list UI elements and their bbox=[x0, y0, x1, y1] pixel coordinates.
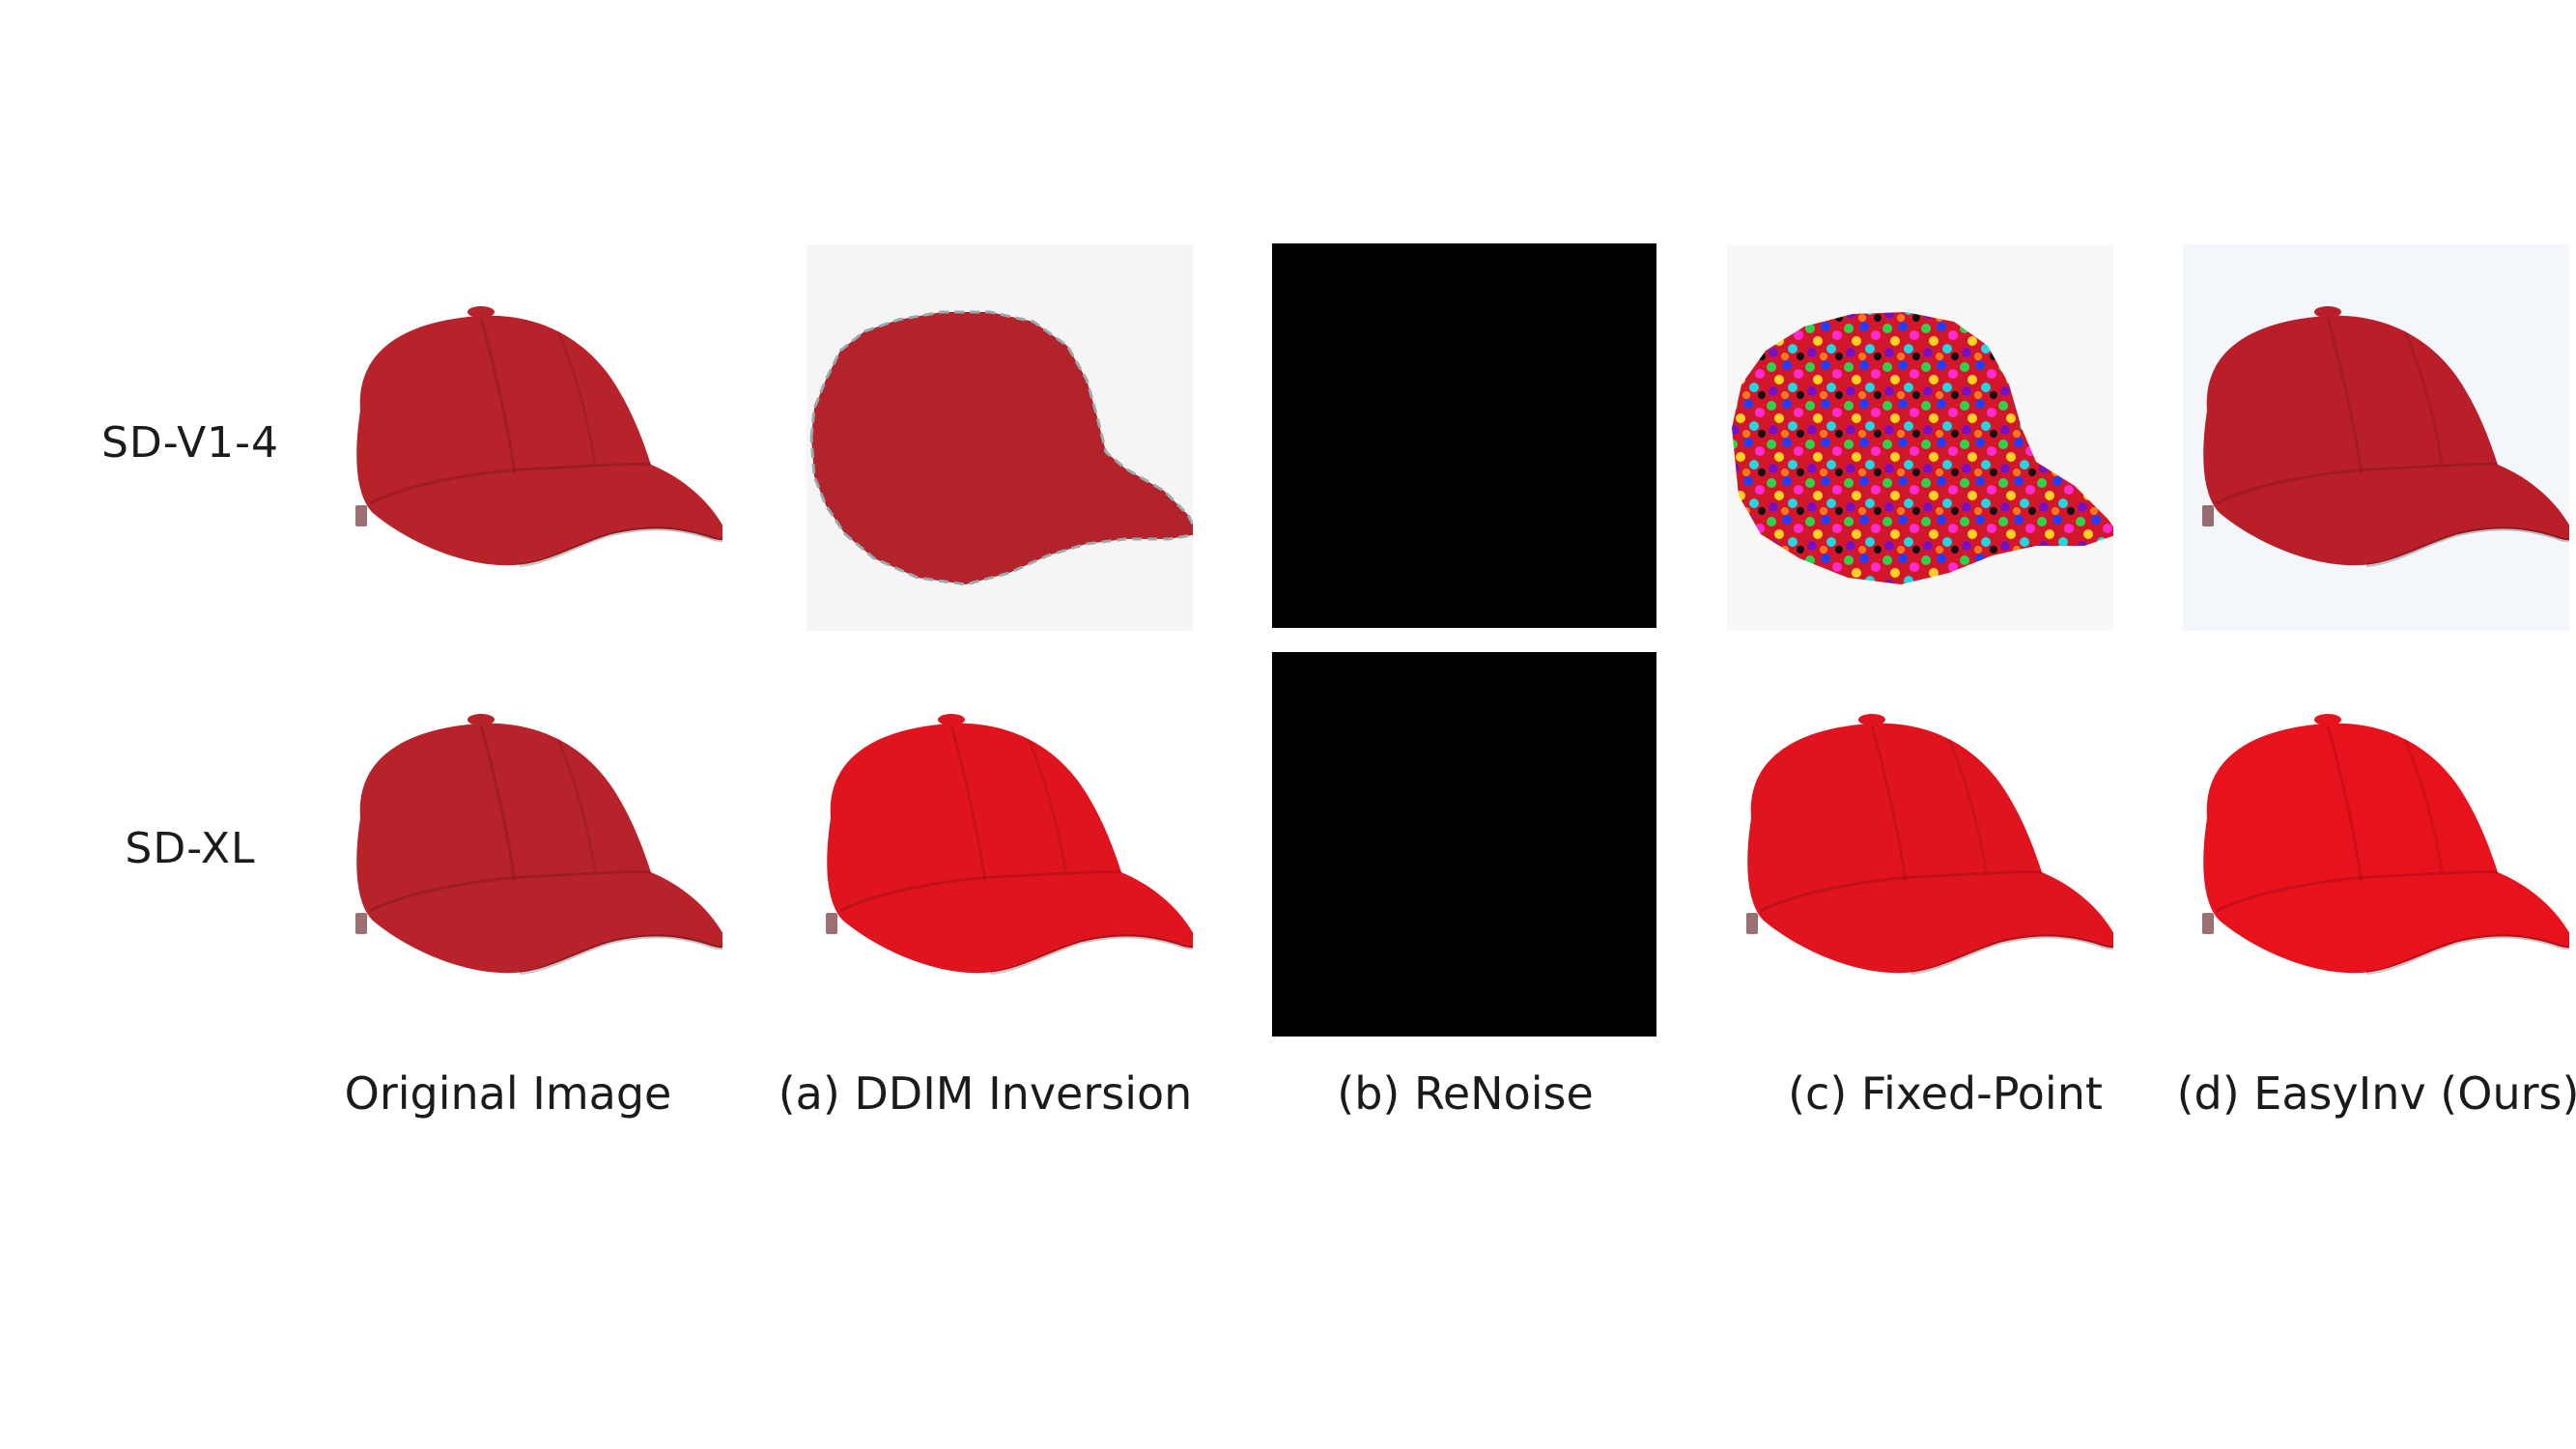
column-label-renoise: (b) ReNoise bbox=[1337, 1067, 1594, 1120]
renoise-image-sd-v1-4 bbox=[1272, 243, 1656, 628]
column-label-fixed-point: (c) Fixed-Point bbox=[1788, 1067, 2103, 1120]
ddim-inversion-image-sd-xl bbox=[807, 652, 1193, 1038]
column-label-easyinv: (d) EasyInv (Ours) bbox=[2176, 1067, 2576, 1120]
ddim-inversion-image-sd-v1-4 bbox=[807, 244, 1193, 631]
fixed-point-image-sd-v1-4 bbox=[1727, 244, 2113, 631]
original-image-sd-xl bbox=[336, 652, 722, 1038]
renoise-image-sd-xl bbox=[1272, 652, 1656, 1037]
column-label-original-image: Original Image bbox=[344, 1067, 672, 1120]
easyinv-image-sd-xl bbox=[2183, 652, 2569, 1038]
row-label-sd-v1-4: SD-V1-4 bbox=[100, 418, 280, 468]
row-label-sd-xl: SD-XL bbox=[125, 824, 256, 873]
fixed-point-image-sd-xl bbox=[1727, 652, 2113, 1038]
original-image-sd-v1-4 bbox=[336, 244, 722, 631]
easyinv-image-sd-v1-4 bbox=[2183, 244, 2569, 631]
column-label-ddim-inversion: (a) DDIM Inversion bbox=[778, 1067, 1193, 1120]
